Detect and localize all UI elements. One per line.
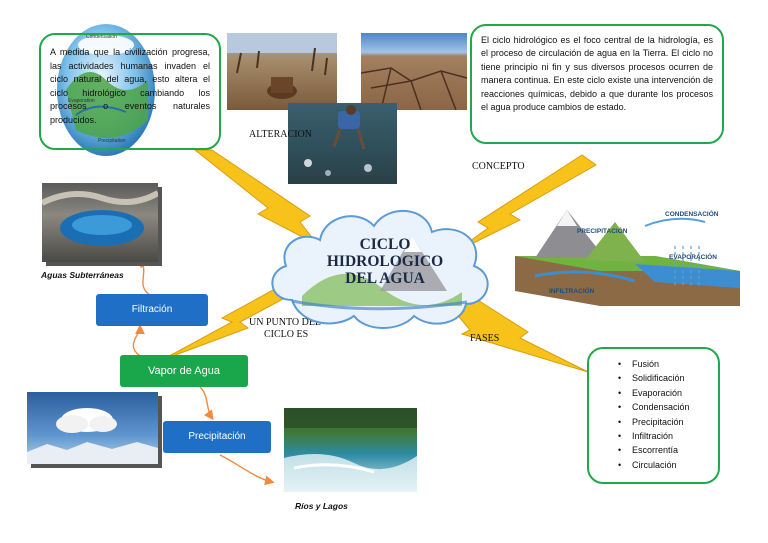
alteracion-text: A medida que la civilización progresa, l… <box>50 46 210 128</box>
diagram-label-infiltracion: INFILTRACIÓN <box>549 288 594 295</box>
diagram-label-evaporacion: EVAPORACIÓN <box>669 254 717 261</box>
photo-rivers-lakes <box>284 408 417 492</box>
water-cycle-diagram: CONDENSACIÓN PRECIPITACIÓN EVAPORACIÓN I… <box>505 196 745 320</box>
fases-item: Condensación <box>618 400 690 414</box>
fases-item: Infiltración <box>618 429 690 443</box>
diagram-label-condensacion: CONDENSACIÓN <box>665 211 718 218</box>
node-vapor-de-agua: Vapor de Agua <box>120 355 248 387</box>
fases-item: Solidificación <box>618 371 690 385</box>
photo-underground-water <box>42 183 158 262</box>
caption-rios-y-lagos: Ríos y Lagos <box>295 501 348 511</box>
photo-polluted-water <box>288 103 397 184</box>
fases-item: Evaporación <box>618 386 690 400</box>
diagram-label-precipitacion: PRECIPITACIÓN <box>577 228 627 235</box>
center-title-line2: HIDROLOGICO <box>300 253 470 270</box>
fases-item: Fusión <box>618 357 690 371</box>
photo-deforestation <box>227 33 337 110</box>
fases-item: Circulación <box>618 458 690 472</box>
node-filtracion: Filtración <box>96 294 208 326</box>
label-alteracion: ALTERACION <box>249 129 312 140</box>
concepto-text: El ciclo hidrológico es el foco central … <box>481 34 713 114</box>
fases-item: Escorrentía <box>618 443 690 457</box>
center-title-line3: DEL AGUA <box>300 270 470 287</box>
photo-sky-clouds <box>27 392 158 464</box>
fases-item: Precipitación <box>618 415 690 429</box>
center-title-line1: CICLO <box>300 236 470 253</box>
fases-list: Fusión Solidificación Evaporación Conden… <box>618 357 690 472</box>
label-concepto: CONCEPTO <box>472 161 525 172</box>
caption-aguas-subterraneas: Aguas Subterráneas <box>41 270 124 280</box>
node-precipitacion: Precipitación <box>163 421 271 453</box>
photo-cracked-earth <box>361 33 467 110</box>
center-title: CICLO HIDROLOGICO DEL AGUA <box>300 236 470 287</box>
